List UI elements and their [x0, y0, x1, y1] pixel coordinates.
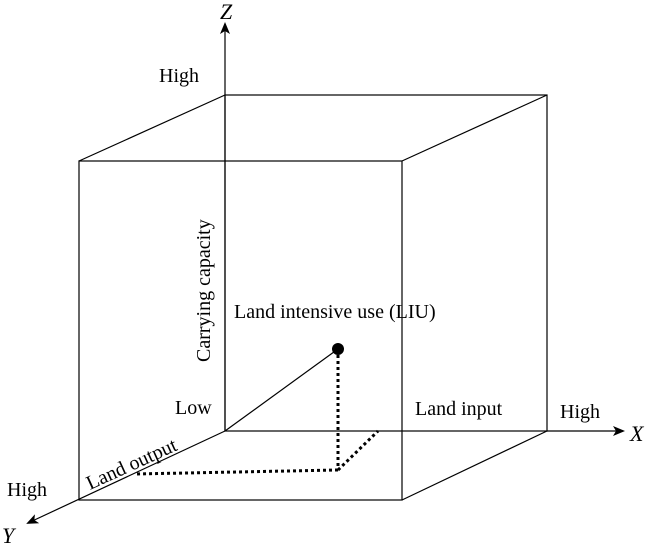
origin-low-label: Low: [175, 397, 212, 419]
point-label: Land intensive use (LIU): [234, 301, 436, 323]
cube-edge-bottom-right: [401, 430, 548, 501]
y-axis-name: Y: [2, 523, 17, 545]
projection-to-y: [134, 468, 339, 476]
x-high-label: High: [560, 401, 600, 423]
liu-point: [332, 343, 344, 355]
y-axis-label: Land output: [83, 434, 181, 495]
z-axis-label: Carrying capacity: [193, 219, 215, 362]
x-axis-label: Land input: [415, 398, 503, 420]
origin-to-point-line: [224, 348, 339, 432]
cube-edge-top-left: [78, 94, 226, 162]
z-axis-name: Z: [220, 0, 233, 24]
cube-back-face: [224, 94, 548, 432]
y-axis: [26, 430, 226, 524]
z-high-label: High: [159, 65, 199, 87]
projection-to-x: [336, 429, 380, 472]
cube-edge-top-right: [401, 94, 548, 162]
x-axis-name: X: [629, 421, 645, 446]
y-high-label: High: [7, 479, 47, 501]
cube-front-face: [78, 160, 403, 501]
